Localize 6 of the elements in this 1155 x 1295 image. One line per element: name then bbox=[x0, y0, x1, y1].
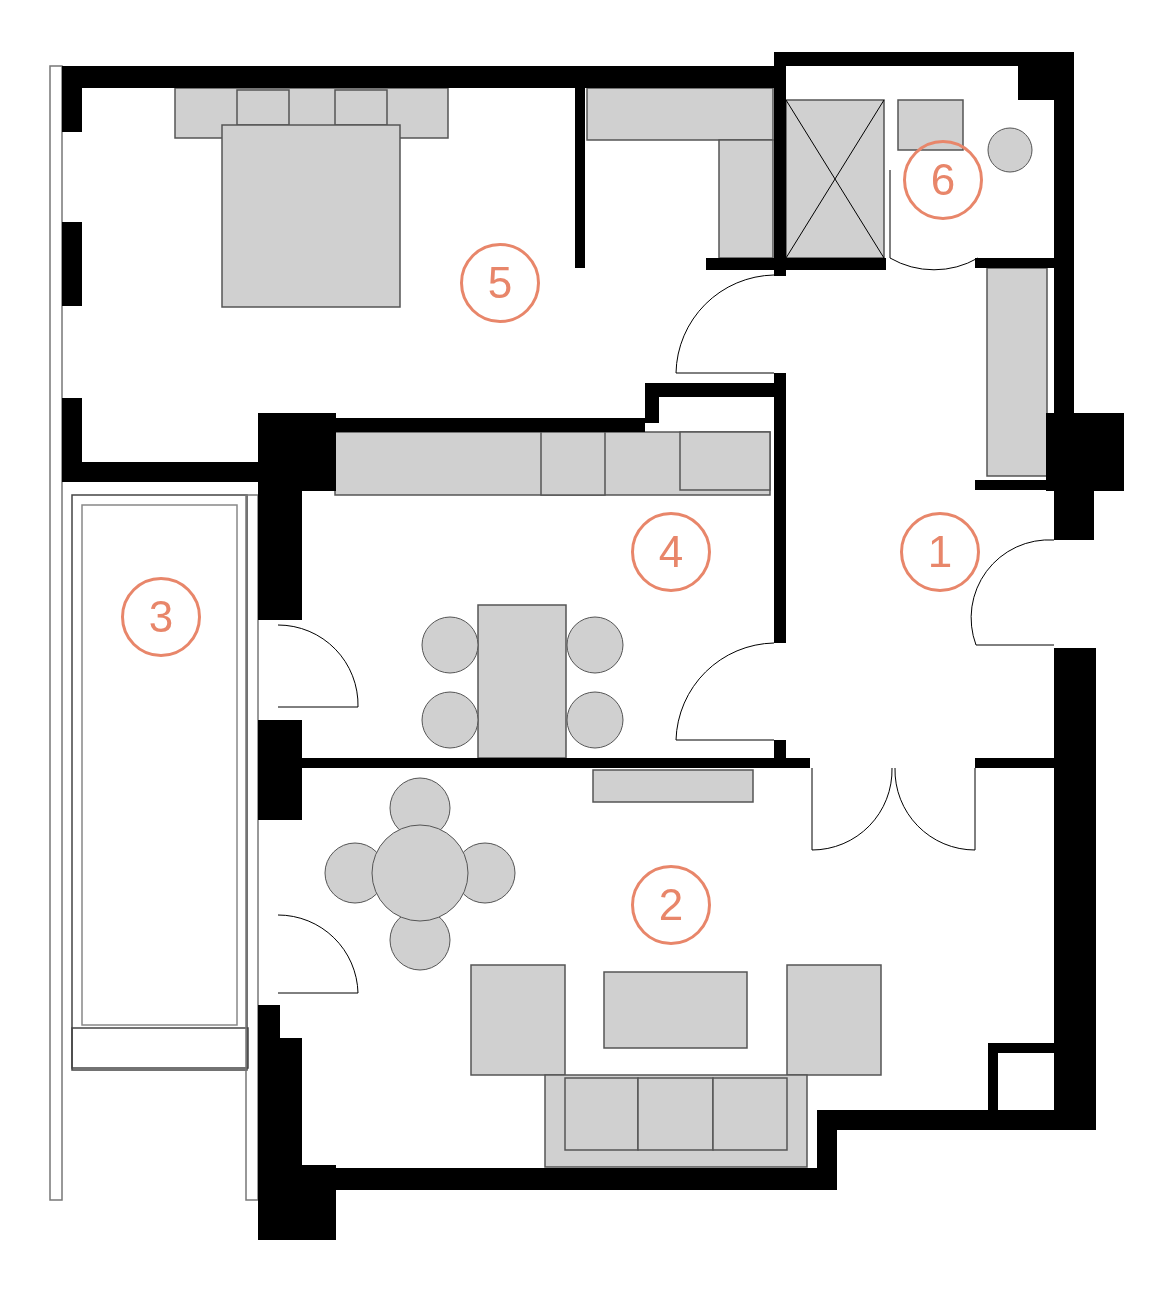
callout-number: 5 bbox=[460, 243, 540, 323]
callout-number: 1 bbox=[900, 512, 980, 592]
callout-number: 4 bbox=[631, 512, 711, 592]
callout-number: 6 bbox=[903, 140, 983, 220]
callout-number: 3 bbox=[121, 577, 201, 657]
callout-number: 2 bbox=[631, 865, 711, 945]
